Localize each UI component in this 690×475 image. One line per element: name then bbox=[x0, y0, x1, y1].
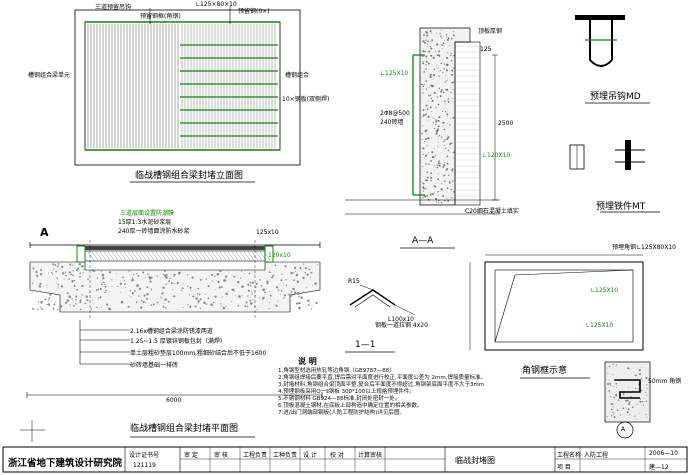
elev-label-frame: 预留钢框(角钢) bbox=[140, 13, 181, 20]
tb-check: 校 对 bbox=[330, 452, 344, 459]
cad-crosshair bbox=[20, 420, 45, 442]
plan-view bbox=[26, 240, 323, 438]
institute-name: 浙江省地下建筑设计研究院 bbox=[8, 458, 123, 469]
section-11-view bbox=[345, 284, 416, 353]
plan-width: 6000 bbox=[166, 397, 182, 404]
detail-l100: L100x10 bbox=[388, 316, 414, 323]
project-label: 工程名称 bbox=[557, 452, 582, 459]
md-mt-details bbox=[569, 15, 660, 213]
note-item: 1.角钢型材选用热轧等边角钢（GB9787—88） bbox=[278, 368, 395, 374]
sect-label-5: ∟120X10 bbox=[482, 152, 511, 159]
detail-a-label: A bbox=[621, 426, 626, 433]
plan-dim-right: 125x10 bbox=[256, 229, 279, 236]
plan-note-3: 单土层粗砂垫层100mm,粗细砂结合后不低于1600 bbox=[130, 350, 267, 357]
tb-calc: 计算审核 bbox=[358, 452, 383, 459]
plan-label-membrane: 三道层面设置防潮膜 bbox=[120, 210, 175, 217]
elev-label-plate: 10×钢板(双侧焊) bbox=[282, 96, 330, 103]
drawing-date: 2006—10 bbox=[649, 450, 678, 457]
detail-r15: R15 bbox=[348, 278, 360, 285]
detail-d1: 钢板一道拉钢 4x20 bbox=[375, 322, 428, 329]
tb-design: 设 计 bbox=[303, 452, 317, 459]
sect-height: 2500 bbox=[498, 120, 514, 127]
project-name: 人防工程 bbox=[584, 452, 609, 459]
plan-marker-a: A bbox=[40, 226, 49, 239]
detail-a-view bbox=[604, 361, 651, 439]
tb-approve: 审 定 bbox=[184, 452, 198, 459]
sect-label-4: 240砖墙 bbox=[380, 119, 404, 126]
elevation-title: 临战槽钢组合梁封堵立面图 bbox=[135, 171, 244, 181]
cert-number: 121119 bbox=[133, 462, 156, 469]
frame-label-2: ∟125X10 bbox=[590, 287, 619, 294]
section-11-title: 1—1 bbox=[355, 340, 376, 350]
frame-label-3: ∟125X10 bbox=[585, 322, 614, 329]
sheet-number: 建—12 bbox=[649, 464, 669, 471]
section-aa-view bbox=[345, 27, 500, 249]
note-item: 5.不锈钢材料 GB924—88标准,封闭处密封一处。 bbox=[278, 396, 401, 402]
elev-label-angle: ∟125×80×10 bbox=[195, 1, 237, 8]
sect-label-6: C20细石混凝土填实 bbox=[465, 208, 519, 215]
sect-label-2: ∟125X10 bbox=[380, 70, 409, 77]
mt-title: 预埋铁件MT bbox=[596, 202, 646, 212]
note-item: 3.封堵材料,角钢组合梁顶面平整,复合后平面度不得超过,角钢架底面平度不大于3m… bbox=[278, 382, 485, 388]
md-title: 预埋吊钩MD bbox=[590, 92, 641, 102]
notes-list: 1.角钢型材选用热轧等边角钢（GB9787—88）2.角钢组焊接后要平直,焊后需… bbox=[278, 368, 543, 417]
note-item: 7.进/出门洞端部钢板(人防工程防护结构)详见后图。 bbox=[278, 410, 405, 416]
plan-title: 临战槽钢组合梁封堵平面图 bbox=[130, 424, 239, 434]
note-item: 6.顶板混凝土钢材,在底板上部构造中确定位置的相关参数。 bbox=[278, 403, 423, 409]
plan-label-wall: 240厚一砖墙面涂防水砂浆 bbox=[118, 228, 190, 235]
tb-project-lead: 工程负责 bbox=[243, 452, 268, 459]
elev-label-hooks: 三道预留吊钩 bbox=[95, 4, 132, 11]
frame-diagram bbox=[469, 254, 644, 379]
tb-discipline-lead: 工种负责 bbox=[273, 452, 298, 459]
sect-dim-top: 125 bbox=[480, 46, 492, 53]
elev-label-beam: 槽钢组合梁单元 bbox=[28, 72, 71, 79]
sect-label-3: 2Φ8@500 bbox=[380, 110, 410, 117]
drawing-name: 临战封堵图 bbox=[455, 456, 495, 465]
elev-label-steel: 预留钢(0×) bbox=[238, 8, 270, 15]
tb-review: 审 核 bbox=[214, 452, 228, 459]
elevation-view bbox=[74, 6, 301, 183]
frame-label-1: 预埋角钢∟125X80X10 bbox=[612, 244, 676, 251]
plan-note-2: 1.25~1.5 厚镀锌钢板包封（满焊） bbox=[130, 338, 226, 345]
frame-label-4: 50mm 角钢 bbox=[648, 378, 682, 385]
plan-note-4: 砂砖墙基础一排砖 bbox=[130, 362, 179, 369]
plan-dim-top: 120x10 bbox=[268, 252, 291, 259]
sect-label-1: 顶板厚钢 bbox=[478, 28, 503, 35]
note-item: 2.角钢组焊接后要平直,焊后需对平面度进行校正,平面度公差为 2mm,焊接质量标… bbox=[278, 375, 486, 381]
plan-note-1: 2.16x槽钢组合梁涂防锈漆两道 bbox=[130, 328, 213, 335]
item-label: 项 目 bbox=[557, 464, 571, 471]
cert-label: 设计证书号 bbox=[129, 452, 160, 459]
section-aa-title: A—A bbox=[412, 236, 434, 246]
notes-block: 说 明 1.角钢型材选用热轧等边角钢（GB9787—88）2.角钢组焊接后要平直… bbox=[278, 358, 543, 417]
note-item: 4.预埋钢板采用Q一Ⅱ钢板 300*100以上规格预埋件件。 bbox=[278, 389, 415, 395]
plan-label-mortar: 15厚1:3水泥砂浆层 bbox=[118, 219, 172, 226]
elev-label-channel: 槽钢组合 bbox=[285, 72, 310, 79]
notes-title: 说 明 bbox=[298, 357, 317, 366]
title-block-lines bbox=[2, 446, 688, 473]
frame-title: 角钢框示意 bbox=[522, 366, 568, 376]
